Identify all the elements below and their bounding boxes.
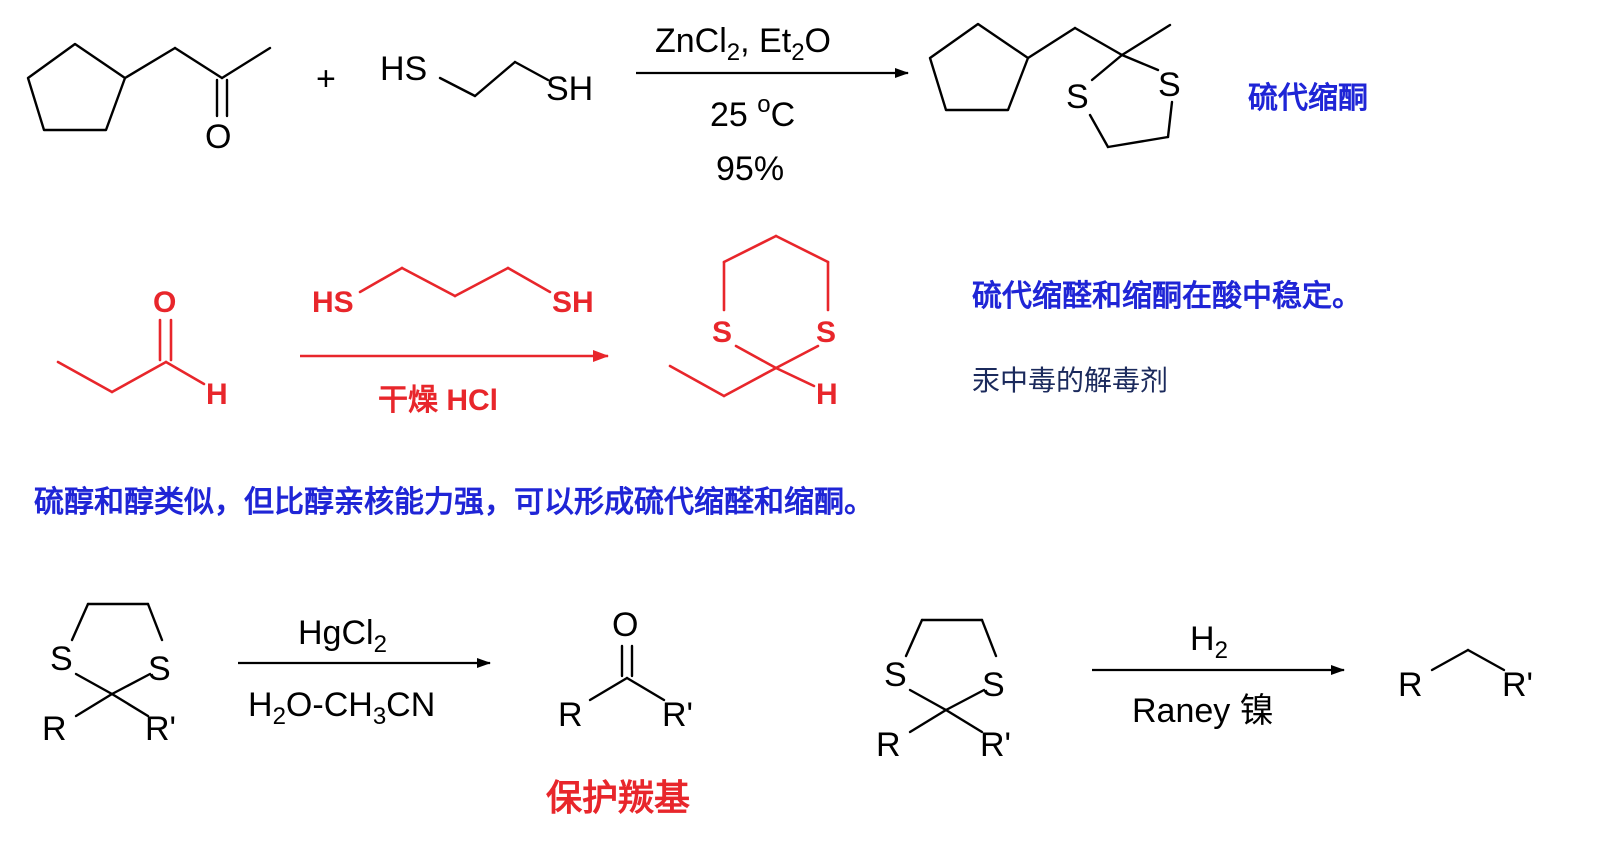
reaction-4: S S R R' H2 Raney 镍 R R' [876,618,1533,764]
reactant-4-r: R [876,726,901,764]
summary-statement: 硫醇和醇类似，但比醇亲核能力强，可以形成硫代缩醛和缩酮。 [34,485,874,520]
plus-sign: + [316,60,336,98]
reactant-3-sulfur-left: S [50,640,73,678]
ketone-oxygen-label: O [205,118,231,156]
reaction-3-solvent: H2O-CH3CN [248,686,435,730]
reactant-4-sulfur-left: S [884,656,907,694]
aldehyde-oxygen-label: O [153,286,176,319]
product-3-r-prime: R' [662,696,693,734]
reaction-3: S S R R' HgCl2 H2O-CH3CN O R R' 保护羰基 [42,602,693,819]
thioketal-label: 硫代缩酮 [1248,81,1368,116]
reactant-4-sulfur-right: S [982,666,1005,704]
product-2-sulfur-left: S [712,316,732,349]
cyclopentyl-acetone-structure [26,42,272,132]
dithiolane-product-structure [928,22,1174,149]
thiol-left-label: HS [380,50,427,88]
reaction-1-temperature: 25 oC [710,91,795,134]
aldehyde-hydrogen-label: H [206,378,228,411]
dithiolane-r-structure [70,602,164,718]
alkane-product-structure [1430,648,1506,672]
dithiane-product-structure [668,234,830,398]
product-2-hydrogen: H [816,378,838,411]
reaction-4-catalyst: Raney 镍 [1132,692,1274,730]
ethanedithiol-structure [438,60,550,98]
product-3-r: R [558,696,583,734]
protect-carbonyl-label: 保护羰基 [546,778,690,819]
propanedithiol-structure [358,266,552,298]
product-2-sulfur-right: S [816,316,836,349]
propanal-structure [56,318,206,394]
antidote-note: 汞中毒的解毒剂 [972,364,1168,397]
dithiolane-raney-structure [904,618,998,734]
product-3-oxygen: O [612,606,638,644]
reactant-4-r-prime: R' [980,726,1011,764]
reactant-3-r: R [42,710,67,748]
reaction-2-condition: 干燥 HCl [378,384,498,417]
reactant-3-r-prime: R' [145,710,176,748]
product-1-sulfur-left: S [1066,78,1089,116]
reaction-4-reagent: H2 [1190,620,1228,664]
reaction-3-reagent: HgCl2 [298,614,387,658]
reactant-3-sulfur-right: S [148,650,171,688]
thiol-right-label: SH [546,70,593,108]
reagent-thiol-right: SH [552,286,594,319]
reagent-thiol-left: HS [312,286,354,319]
reaction-2: O H HS SH 干燥 HCl S S H 硫代缩醛和缩酮在酸中稳定。 [56,234,1362,417]
reaction-1: O + HS SH ZnCl2, Et2O 25 oC 95% S S [26,22,1368,188]
product-4-r: R [1398,666,1423,704]
stability-note: 硫代缩醛和缩酮在酸中稳定。 [972,279,1362,314]
reaction-1-yield: 95% [716,150,784,188]
reaction-1-reagent: ZnCl2, Et2O [655,22,831,66]
product-4-r-prime: R' [1502,666,1533,704]
ketone-product-structure [588,644,666,702]
product-1-sulfur-right: S [1158,66,1181,104]
